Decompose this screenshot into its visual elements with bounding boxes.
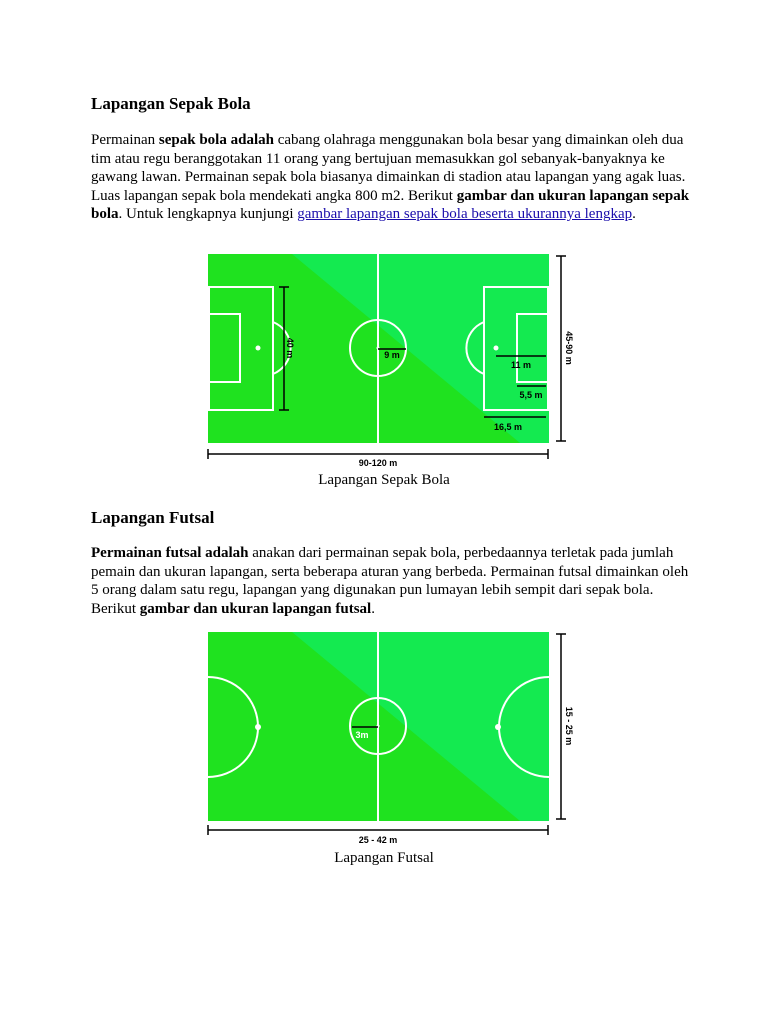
text-segment: Permainan: [91, 132, 159, 148]
text-segment: . Untuk lengkapnya kunjungi: [118, 206, 298, 222]
caption-futsal: Lapangan Futsal: [334, 850, 434, 866]
label-center-radius: 9 m: [384, 350, 400, 360]
text-segment: cabang olahraga menggunakan bola besar y…: [91, 132, 686, 204]
label-goal-area: 5,5 m: [519, 390, 542, 400]
label-penalty-depth: 16,5 m: [494, 422, 522, 432]
bold-term: Permainan futsal adalah: [91, 545, 249, 561]
left-penalty-arc: [272, 321, 292, 375]
label-center-radius: 3m: [355, 730, 368, 740]
text-segment: .: [632, 206, 636, 222]
right-goal-area: [516, 313, 549, 383]
left-penalty-spot: [255, 724, 261, 730]
label-field-length: 90-120 m: [359, 458, 398, 468]
right-penalty-arc: [465, 321, 485, 375]
paragraph-futsal: Permainan futsal adalah anakan dari perm…: [91, 544, 691, 618]
futsal-field-diagram: 3m 15 - 25 m 25 - 42 m: [207, 632, 574, 845]
label-field-width: 45-90 m: [564, 331, 574, 365]
field-light-stripe: [292, 632, 549, 821]
caption-sepak-bola: Lapangan Sepak Bola: [318, 472, 450, 488]
right-penalty-spot: [495, 724, 501, 730]
bold-term: sepak bola adalah: [158, 132, 274, 148]
bold-term: gambar dan ukuran lapangan sepak bola: [91, 187, 690, 223]
label-field-length: 25 - 42 m: [359, 835, 398, 845]
paragraph-sepak-bola: Permainan sepak bola adalah cabang olahr…: [91, 131, 691, 224]
soccer-field-diagram: 40 m 9 m 11 m 5,5 m 16,5 m 45-90 m 90-12…: [207, 254, 574, 468]
dimension-lines: [207, 255, 566, 459]
section-title-sepak-bola: Lapangan Sepak Bola: [91, 94, 251, 113]
left-penalty-spot: [255, 345, 261, 351]
dimension-lines: [207, 633, 566, 835]
section-title-futsal: Lapangan Futsal: [91, 508, 215, 527]
label-penalty-spot: 11 m: [511, 360, 531, 370]
right-penalty-spot: [493, 345, 499, 351]
link-gambar-lapangan[interactable]: gambar lapangan sepak bola beserta ukura…: [297, 206, 633, 222]
label-field-width: 15 - 25 m: [564, 707, 574, 746]
center-circle: [349, 319, 407, 377]
text-segment: anakan dari permainan sepak bola, perbed…: [91, 545, 689, 617]
text-segment: .: [371, 600, 375, 617]
bold-term: gambar dan ukuran lapangan futsal: [139, 600, 372, 617]
left-goal-area: [208, 313, 241, 383]
label-penalty-width: 40 m: [285, 338, 295, 359]
center-circle: [349, 697, 407, 755]
